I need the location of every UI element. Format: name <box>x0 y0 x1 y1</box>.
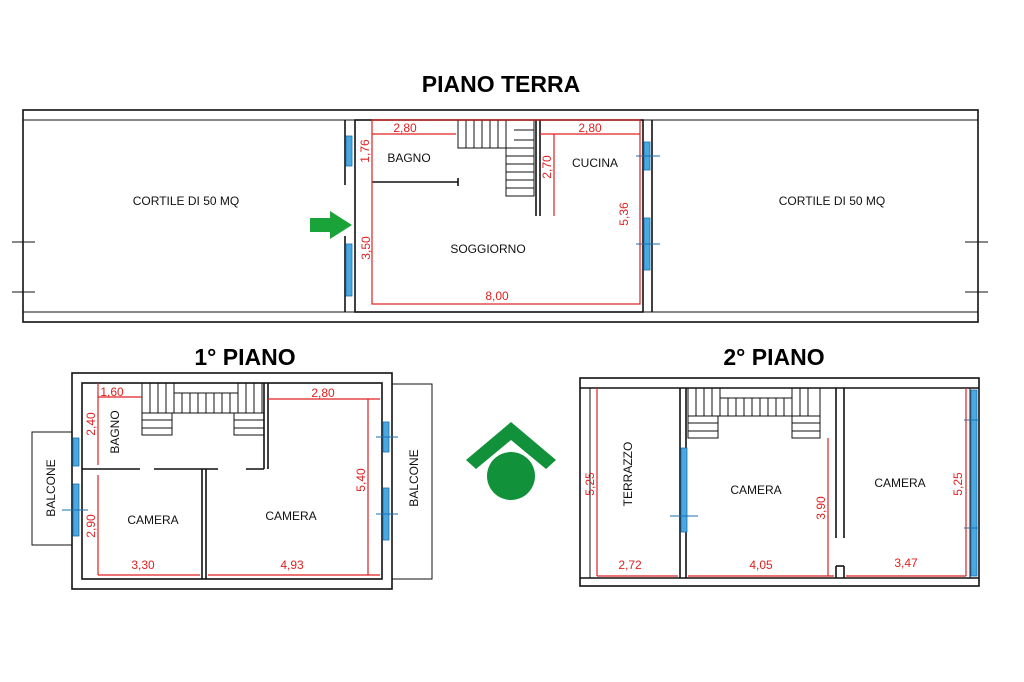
dimension-label: 2,90 <box>84 514 98 538</box>
ground-outer-wall <box>22 109 979 323</box>
dimension-label: 4,93 <box>280 558 304 572</box>
dimension-label: 2,80 <box>311 386 335 400</box>
dimension-label: 5,25 <box>951 472 965 496</box>
dimension-label: 1,60 <box>100 385 124 399</box>
dimension-label: 2,70 <box>540 155 554 179</box>
room-label-cortile-left: CORTILE DI 50 MQ <box>133 194 239 208</box>
dimension-label: 3,50 <box>359 236 373 260</box>
entrance-arrow-icon <box>310 211 352 239</box>
ground-dimension-frame <box>371 119 641 305</box>
room-label-camera-mid: CAMERA <box>730 483 781 497</box>
dimension-label: 2,40 <box>84 412 98 436</box>
room-label-cucina: CUCINA <box>572 156 618 170</box>
room-label-balcone-right: BALCONE <box>407 449 421 506</box>
dimension-label: 2,72 <box>618 558 642 572</box>
title-first-floor: 1° PIANO <box>194 344 295 370</box>
first-floor-plan: BAGNO CAMERA CAMERA BALCONE BALCONE 1,60… <box>31 372 433 590</box>
room-label-terrazzo: TERRAZZO <box>621 442 635 507</box>
room-label-camera-right: CAMERA <box>874 476 925 490</box>
second-floor-plan: TERRAZZO CAMERA CAMERA 5,25 3,90 5,25 2,… <box>579 377 980 587</box>
room-label-bagno: BAGNO <box>387 151 430 165</box>
ground-floor-plan: CORTILE DI 50 MQ CORTILE DI 50 MQ BAGNO … <box>12 109 988 323</box>
balcone-right <box>391 383 433 580</box>
title-second-floor: 2° PIANO <box>723 344 824 370</box>
balcone-left <box>31 431 73 546</box>
room-label-cortile-right: CORTILE DI 50 MQ <box>779 194 885 208</box>
dimension-label: 3,30 <box>131 558 155 572</box>
room-label-soggiorno: SOGGIORNO <box>450 242 525 256</box>
room-label-balcone-left: BALCONE <box>44 459 58 516</box>
title-ground-floor: PIANO TERRA <box>422 71 580 97</box>
first-outer-wall <box>71 372 393 590</box>
dimension-label: 5,36 <box>617 202 631 226</box>
room-label-camera-left: CAMERA <box>127 513 178 527</box>
dimension-label: 4,05 <box>749 558 773 572</box>
dimension-label: 5,25 <box>583 472 597 496</box>
second-staircase <box>687 387 821 439</box>
room-label-camera-right: CAMERA <box>265 509 316 523</box>
dimension-label: 3,47 <box>894 556 918 570</box>
first-staircase <box>141 382 265 436</box>
dimension-label: 1,76 <box>358 139 372 163</box>
dimension-label: 8,00 <box>485 289 509 303</box>
window <box>72 437 80 467</box>
room-label-bagno: BAGNO <box>108 410 122 453</box>
window <box>970 389 978 577</box>
house-logo-icon <box>466 422 556 500</box>
dimension-label: 3,90 <box>814 496 828 520</box>
ground-staircase <box>457 119 535 197</box>
window <box>345 135 353 167</box>
window <box>680 447 688 533</box>
ground-house-wall <box>354 119 644 313</box>
dimension-label: 2,80 <box>393 121 417 135</box>
dimension-label: 5,40 <box>354 468 368 492</box>
dimension-label: 2,80 <box>578 121 602 135</box>
window <box>345 243 353 297</box>
